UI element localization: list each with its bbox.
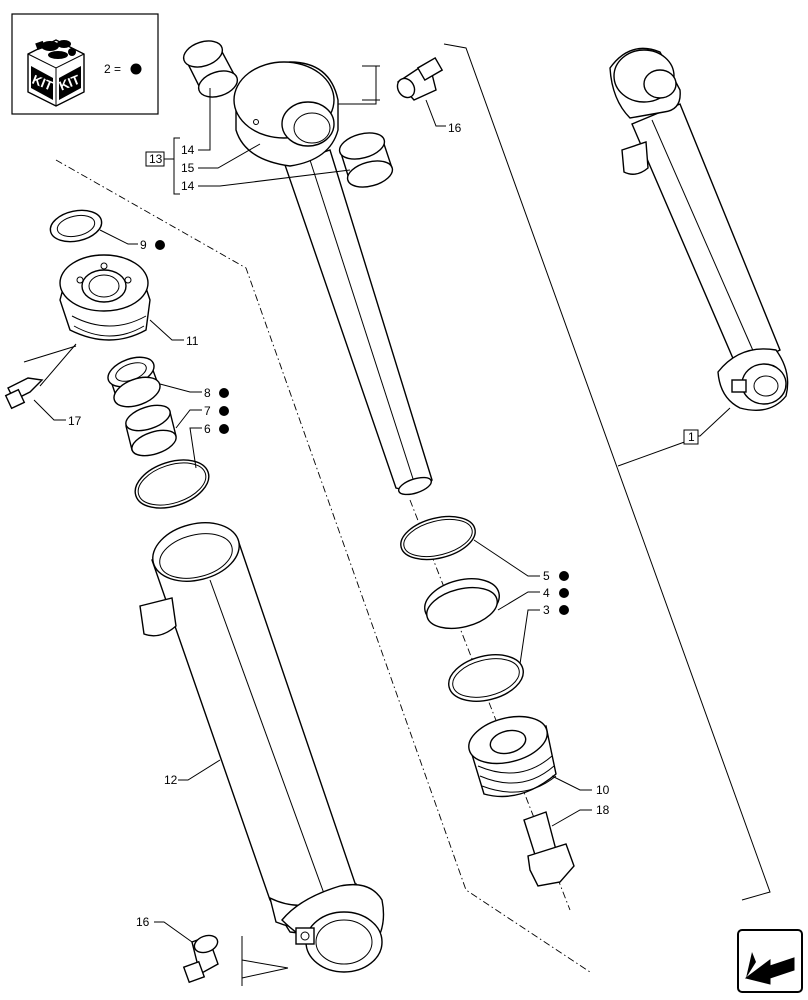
callout-3: 3 bbox=[543, 603, 550, 617]
callout-16-top: 16 bbox=[448, 121, 462, 135]
bolt-17 bbox=[4, 377, 44, 410]
callout-17: 17 bbox=[68, 414, 82, 428]
rod-eye bbox=[233, 61, 339, 167]
callout-15: 15 bbox=[181, 161, 195, 175]
group-box-label: 13 bbox=[149, 152, 163, 166]
callout-12: 12 bbox=[164, 773, 178, 787]
seal-4 bbox=[424, 578, 500, 630]
assembled-cylinder bbox=[609, 47, 789, 411]
callout-11: 11 bbox=[186, 334, 199, 348]
assembly-bracket bbox=[443, 43, 771, 901]
kit-marker-5 bbox=[559, 571, 569, 581]
kit-marker-dot bbox=[130, 63, 142, 75]
assembly-box bbox=[683, 429, 699, 445]
assembly-box-label: 1 bbox=[688, 430, 695, 444]
callout-18: 18 bbox=[596, 803, 610, 817]
seal-5 bbox=[400, 515, 476, 561]
o-ring-6 bbox=[134, 459, 210, 509]
callout-5: 5 bbox=[543, 569, 550, 583]
arrow-next-page-icon bbox=[744, 952, 795, 985]
callout-8: 8 bbox=[204, 386, 211, 400]
kit-box-icon: KIT KIT bbox=[27, 39, 85, 107]
kit-marker-3 bbox=[559, 605, 569, 615]
kit-marker-7 bbox=[219, 406, 229, 416]
kit-text-left: KIT bbox=[30, 72, 55, 94]
callout-7: 7 bbox=[204, 404, 211, 418]
callout-labels: 14 15 14 16 9 11 8 7 6 17 5 4 3 12 10 18… bbox=[68, 121, 699, 929]
seal-3 bbox=[448, 654, 524, 702]
ring-7 bbox=[125, 404, 177, 457]
callout-10: 10 bbox=[596, 783, 610, 797]
kit-legend: KIT KIT 2 = bbox=[11, 13, 159, 115]
piston-10 bbox=[468, 715, 557, 798]
grease-fitting-bottom bbox=[182, 934, 219, 984]
callout-14-top: 14 bbox=[181, 143, 195, 157]
kit-marker-4 bbox=[559, 588, 569, 598]
rod-guide-head bbox=[59, 254, 151, 341]
callout-4: 4 bbox=[543, 586, 550, 600]
callout-6: 6 bbox=[204, 422, 211, 436]
cylinder-barrel bbox=[139, 522, 385, 973]
kit-marker-9 bbox=[155, 240, 165, 250]
seal-9 bbox=[49, 209, 103, 243]
kit-text-right: KIT bbox=[57, 72, 82, 94]
callout-9: 9 bbox=[140, 238, 147, 252]
kit-equation: 2 = bbox=[104, 62, 121, 76]
callout-16-bottom: 16 bbox=[136, 915, 150, 929]
bushing-14-bottom bbox=[338, 132, 394, 188]
seal-8 bbox=[107, 356, 161, 408]
bolt-18 bbox=[523, 811, 575, 887]
kit-marker-6 bbox=[219, 424, 229, 434]
kit-marker-8 bbox=[219, 388, 229, 398]
next-page-button[interactable] bbox=[737, 929, 803, 993]
callout-14-bottom: 14 bbox=[181, 179, 195, 193]
grease-fitting-top bbox=[396, 56, 444, 101]
bushing-14-top bbox=[182, 40, 239, 98]
piston-rod bbox=[284, 149, 433, 496]
leader-lines bbox=[23, 65, 731, 986]
group-bracket-13: 13 bbox=[145, 137, 180, 195]
